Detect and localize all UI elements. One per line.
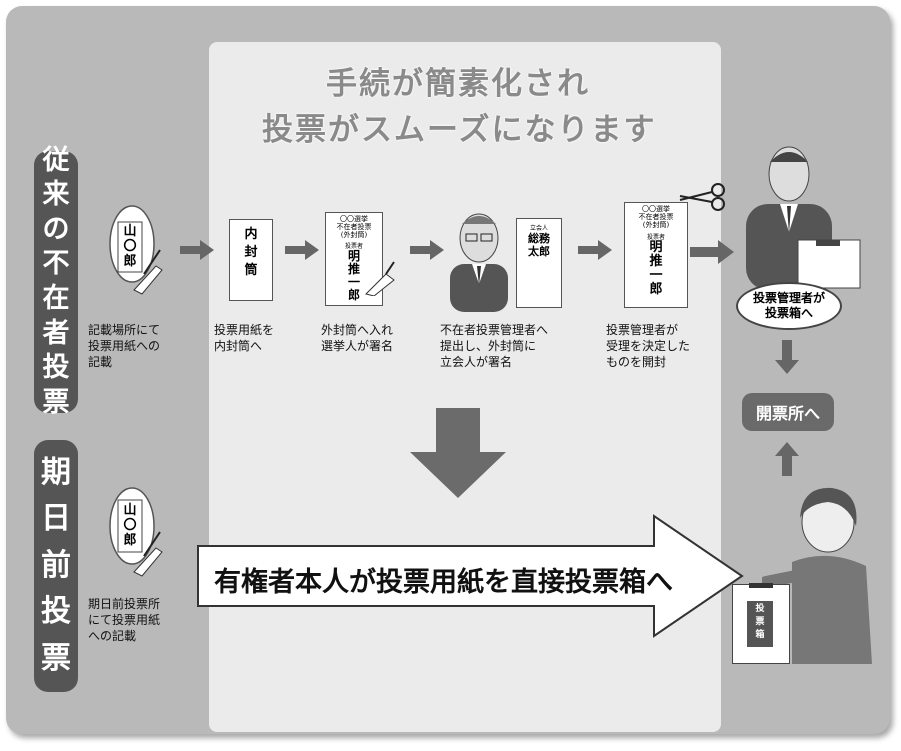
step2-caption: 投票用紙を 内封筒へ [214,323,275,353]
manager-person-icon [446,206,512,316]
kaihyo-box: 開票所へ [742,393,834,431]
step1-caption: 記載場所にて 投票用紙への 記載 [88,323,161,369]
title-line2: 投票がスムーズになります [262,112,657,148]
step3-caption: 外封筒へ入れ 選挙人が署名 [321,323,394,353]
arrow-5 [690,240,734,268]
arrow-2 [285,240,319,264]
manager-to-box-oval: 投票管理者が 投票箱へ [736,282,842,330]
outer-envelope-opened: 〇〇選挙 不在者投票 (外封筒) 投票者 明 推 一 郎 [624,202,688,308]
arrow-3 [410,240,444,264]
highlight-panel [209,42,721,732]
early-caption: 期日前投票所 にて投票用紙 への記載 [88,597,161,643]
label-conventional: 従来 の不 在者 投票 [34,145,78,418]
arrow-up-to-kaihyo [775,442,799,480]
scissors-icon [678,182,728,216]
diagram-frame [6,6,890,734]
pen-hand-icon [362,260,396,300]
witness-envelope: 立会人 総務 太郎 [516,218,562,308]
title-line1: 手続が簡素化され [326,66,590,102]
step4-caption: 不在者投票管理者へ 提出し、外封筒に 立会人が署名 [440,323,549,369]
ballot-box-label: 投 票 箱 [747,601,773,647]
election-manager-icon [734,140,864,294]
ballot-icon: 山〇郎 [104,204,166,300]
step5-caption: 投票管理者が 受理を決定した ものを開封 [606,323,691,369]
arrow-4 [578,240,612,264]
label-early-voting: 期日 前投 票 [34,440,78,692]
main-right-arrow [196,514,744,642]
main-arrow-text: 有権者本人が投票用紙を直接投票箱へ [214,567,673,598]
voter-woman-icon [760,478,878,668]
inner-envelope: 内 封 筒 [229,219,273,301]
arrow-down-to-kaihyo [775,340,799,378]
early-ballot-icon: 山〇郎 [104,486,166,582]
arrow-1 [180,240,214,264]
big-down-arrow [410,408,506,502]
ballot-box-icon: 投 票 箱 [732,583,790,664]
